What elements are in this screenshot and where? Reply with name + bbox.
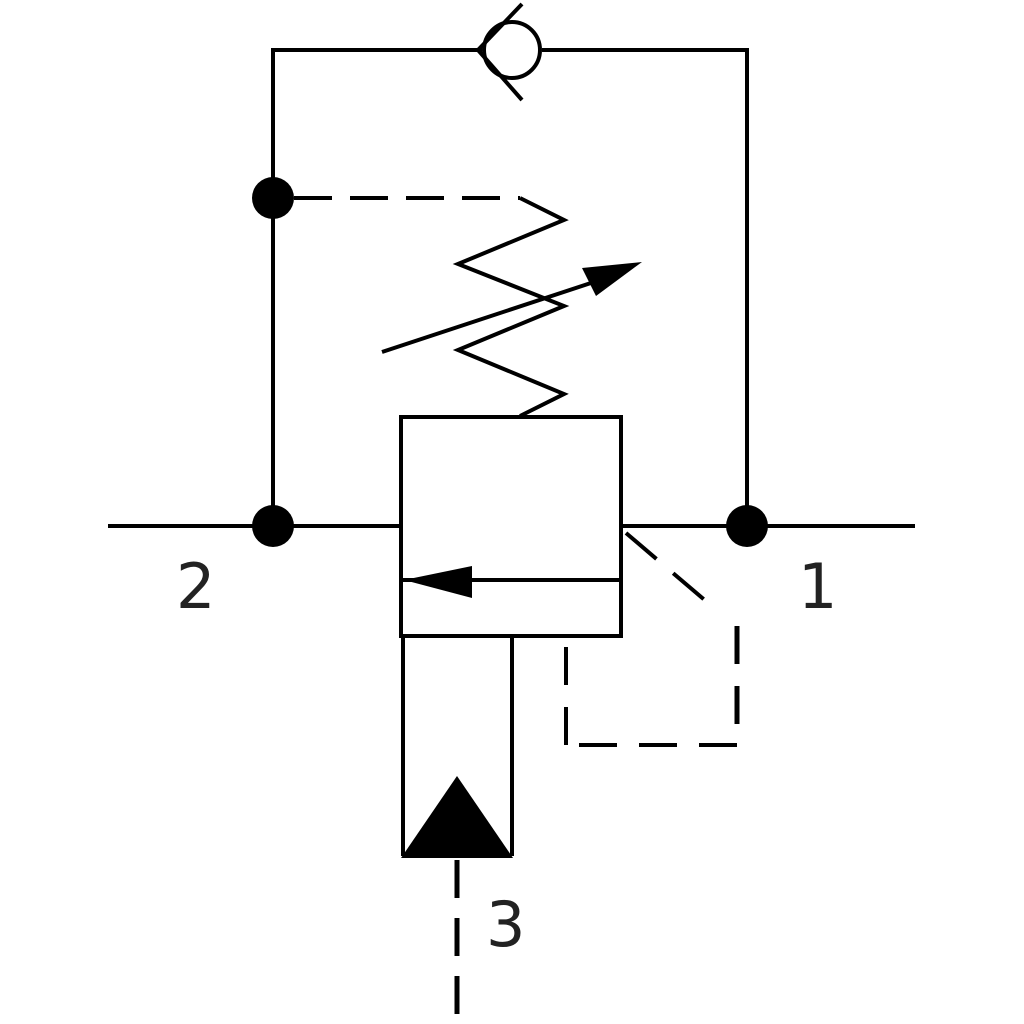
pilot-triangle-icon — [401, 776, 513, 858]
port-2-label: 2 — [176, 550, 215, 623]
adjustment-arrow-icon — [381, 262, 642, 354]
flow-arrow-icon — [404, 566, 472, 598]
check-valve-icon — [476, 2, 542, 102]
port-3-label: 3 — [486, 888, 525, 961]
junction-dot-upper-left — [252, 177, 294, 219]
junction-dot-port-2 — [252, 505, 294, 547]
pilot-line-diagonal — [624, 531, 716, 610]
valve-body — [399, 415, 623, 638]
port-1-label: 1 — [798, 550, 837, 623]
junction-dot-port-1 — [726, 505, 768, 547]
adjustable-spring-icon — [452, 196, 570, 418]
